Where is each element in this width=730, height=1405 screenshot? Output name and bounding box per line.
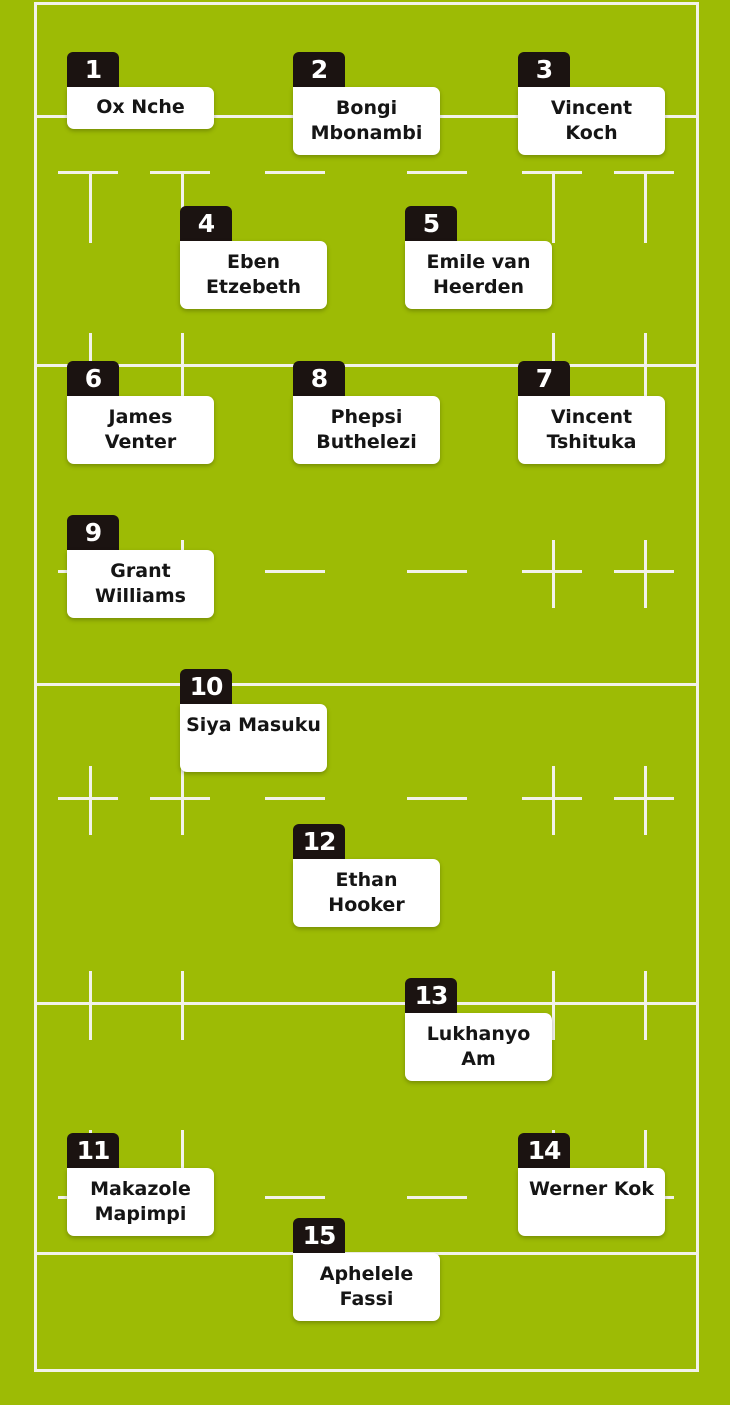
player-number: 2 (293, 52, 345, 87)
player-number: 8 (293, 361, 345, 396)
player-name: Lukhanyo Am (405, 1013, 552, 1081)
player-number: 6 (67, 361, 119, 396)
player-number: 5 (405, 206, 457, 241)
player-name: Siya Masuku (180, 704, 327, 772)
player-number: 3 (518, 52, 570, 87)
dashed-line-segment (58, 171, 118, 174)
post-marker (644, 971, 647, 1040)
player-name: Makazole Mapimpi (67, 1168, 214, 1236)
post-marker (644, 766, 647, 835)
dashed-line-segment (407, 1196, 467, 1199)
post-marker (552, 766, 555, 835)
post-marker (644, 172, 647, 243)
player-name: Ox Nche (67, 87, 214, 129)
rugby-pitch (34, 2, 699, 1372)
dashed-line-segment (58, 797, 118, 800)
dashed-line-segment (407, 570, 467, 573)
post-marker (181, 1130, 184, 1200)
player-number: 10 (180, 669, 232, 704)
player-number: 12 (293, 824, 345, 859)
dashed-line-segment (265, 171, 325, 174)
post-marker (89, 172, 92, 243)
player-name: Grant Williams (67, 550, 214, 618)
post-marker (552, 172, 555, 243)
pitch-line (35, 683, 697, 686)
player-name: Phepsi Buthelezi (293, 396, 440, 464)
player-number: 14 (518, 1133, 570, 1168)
post-marker (644, 333, 647, 397)
player-number: 7 (518, 361, 570, 396)
player-name: Eben Etzebeth (180, 241, 327, 309)
post-marker (181, 971, 184, 1040)
player-number: 4 (180, 206, 232, 241)
dashed-line-segment (150, 797, 210, 800)
post-marker (89, 766, 92, 835)
dashed-line-segment (265, 1196, 325, 1199)
post-marker (552, 971, 555, 1040)
player-name: Werner Kok (518, 1168, 665, 1236)
player-name: James Venter (67, 396, 214, 464)
player-number: 15 (293, 1218, 345, 1253)
player-name: Vincent Koch (518, 87, 665, 155)
dashed-line-segment (407, 797, 467, 800)
player-name: Emile van Heerden (405, 241, 552, 309)
player-number: 11 (67, 1133, 119, 1168)
post-marker (89, 971, 92, 1040)
dashed-line-segment (150, 171, 210, 174)
pitch-line (35, 1002, 697, 1005)
player-name: Vincent Tshituka (518, 396, 665, 464)
pitch-line (35, 364, 697, 367)
post-marker (552, 540, 555, 608)
post-marker (181, 333, 184, 397)
player-name: Bongi Mbonambi (293, 87, 440, 155)
post-marker (644, 1130, 647, 1200)
player-name: Aphelele Fassi (293, 1253, 440, 1321)
player-number: 1 (67, 52, 119, 87)
post-marker (181, 766, 184, 835)
player-name: Ethan Hooker (293, 859, 440, 927)
player-number: 13 (405, 978, 457, 1013)
post-marker (644, 540, 647, 608)
dashed-line-segment (265, 570, 325, 573)
dashed-line-segment (407, 171, 467, 174)
dashed-line-segment (265, 797, 325, 800)
player-number: 9 (67, 515, 119, 550)
